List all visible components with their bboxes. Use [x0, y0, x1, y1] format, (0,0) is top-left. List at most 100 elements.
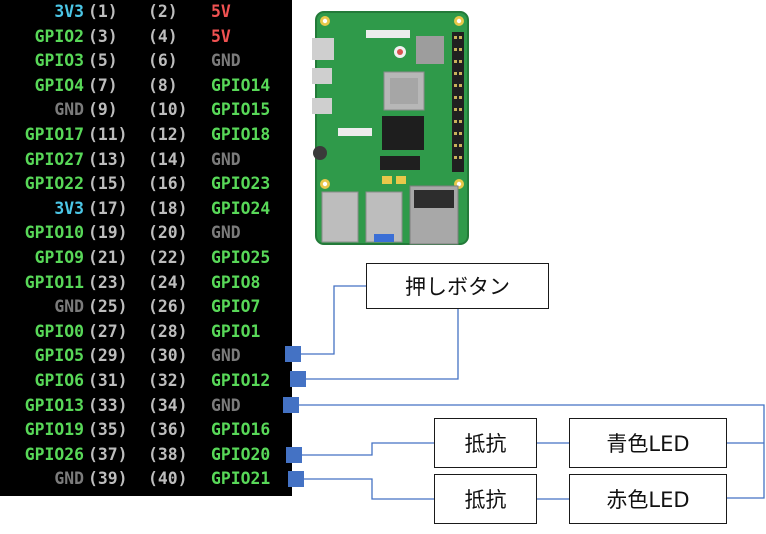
pin-marker-38	[286, 447, 302, 463]
pin-number-left: (37)	[88, 444, 128, 464]
pin-number-left: (21)	[88, 248, 128, 267]
pin-row: GND(25)(26)GPIO7	[0, 295, 292, 320]
pin-row: GPIO0(27) (28) GPIO1	[0, 320, 292, 345]
pin-name-right: GPIO21	[211, 469, 271, 489]
pin-row: GPIO26(37) (38) GPIO20	[0, 443, 292, 468]
pin-name-left: GPIO0	[34, 321, 84, 341]
wire-gnd-pin34	[299, 404, 765, 499]
pin-number-right: (34)	[148, 395, 188, 415]
pin-name-left: GPIO5	[34, 346, 84, 366]
pin-row: GPIO6(31)(32)GPIO12	[0, 369, 292, 394]
pin-name-right: GND	[211, 223, 241, 243]
pin-row: 3V3(17)(18)GPIO24	[0, 197, 292, 222]
pin-number-left: (39)	[88, 469, 128, 489]
pin-number-left: (15)	[88, 174, 128, 194]
pin-number-left: (1)	[88, 2, 118, 21]
pin-number-right: (16)	[148, 174, 188, 194]
pin-number-right: (40)	[148, 469, 188, 489]
pin-row: GND(39) (40) GPIO21	[0, 467, 292, 492]
pin-name-left: 3V3	[54, 2, 84, 21]
pin-name-right: GPIO23	[211, 174, 271, 194]
pin-name-left: GPIO3	[34, 51, 84, 71]
pin-row: GPIO27(13)(14)GND	[0, 148, 292, 173]
pin-row: GPIO3(5)(6)GND	[0, 49, 292, 74]
blue-led-box: 青色LED	[569, 418, 727, 468]
pin-number-right: (28)	[148, 321, 188, 341]
pin-number-left: (33)	[88, 395, 128, 415]
pin-row: GPIO2(3) (4) 5V	[0, 25, 292, 50]
pin-number-right: (24)	[148, 272, 188, 292]
pin-marker-40	[288, 471, 304, 487]
pin-number-right: (4)	[148, 26, 178, 46]
pin-name-left: GPIO11	[24, 272, 84, 292]
pin-number-left: (3)	[88, 26, 118, 46]
pin-name-left: GPIO19	[24, 420, 84, 440]
wire-button-to-pin32	[306, 309, 459, 380]
pin-row: GPIO10(19)(20)GND	[0, 221, 292, 246]
pin-name-left: GPIO17	[24, 125, 84, 144]
pin-number-left: (19)	[88, 223, 128, 243]
pin-number-right: (36)	[148, 420, 188, 440]
pin-name-left: GND	[54, 297, 84, 317]
pin-row: GPIO5(29)(30)GND	[0, 344, 292, 369]
pin-row: GND(9)(10)GPIO15	[0, 98, 292, 123]
pin-name-left: GPIO22	[24, 174, 84, 194]
pin-row: GPIO4(7) (8) GPIO14	[0, 74, 292, 99]
pin-name-right: GPIO16	[211, 420, 271, 440]
pin-number-left: (7)	[88, 75, 118, 95]
wire-button-to-pin29	[301, 285, 366, 355]
pin-number-right: (22)	[148, 248, 188, 267]
pin-name-left: GPIO4	[34, 75, 84, 95]
pin-row: GPIO19(35) (36) GPIO16	[0, 418, 292, 443]
pin-name-left: GPIO9	[34, 248, 84, 267]
pin-marker-34	[283, 397, 299, 413]
pin-name-right: GPIO12	[211, 371, 271, 390]
pin-name-right: GPIO24	[211, 198, 271, 218]
pin-number-right: (12)	[148, 125, 188, 144]
pin-name-right: GND	[211, 149, 241, 169]
pin-number-right: (14)	[148, 149, 188, 169]
pin-name-right: GPIO25	[211, 248, 271, 267]
pin-name-left: 3V3	[54, 198, 84, 218]
pin-name-right: GPIO18	[211, 125, 271, 144]
pin-number-right: (32)	[148, 371, 188, 390]
pin-name-left: GPIO2	[34, 26, 84, 46]
pin-name-right: GPIO1	[211, 321, 261, 341]
pin-number-right: (26)	[148, 297, 188, 317]
pin-row: GPIO9(21) (22) GPIO25	[0, 246, 292, 271]
pin-name-right: GND	[211, 395, 241, 415]
pin-number-right: (18)	[148, 198, 188, 218]
pin-number-left: (25)	[88, 297, 128, 317]
pin-row: GPIO22(15) (16) GPIO23	[0, 172, 292, 197]
pin-name-left: GPIO13	[24, 395, 84, 415]
pin-name-right: 5V	[211, 26, 231, 46]
pin-number-right: (6)	[148, 51, 178, 71]
pin-number-right: (2)	[148, 2, 178, 21]
resistor-box-1: 抵抗	[434, 418, 537, 468]
wire-pin38-to-resistor-1	[302, 442, 434, 456]
pin-name-left: GPIO26	[24, 444, 84, 464]
pin-number-right: (8)	[148, 75, 178, 95]
pin-name-right: GND	[211, 346, 241, 366]
pin-name-right: GPIO14	[211, 75, 271, 95]
pin-name-left: GPIO6	[34, 371, 84, 390]
pin-name-right: 5V	[211, 2, 231, 21]
pin-marker-32	[290, 371, 306, 387]
pin-number-left: (11)	[88, 125, 128, 144]
pin-name-right: GPIO15	[211, 100, 271, 120]
resistor-box-2: 抵抗	[434, 474, 537, 524]
pin-number-left: (35)	[88, 420, 128, 440]
pin-marker-29	[285, 346, 301, 362]
pin-name-right: GPIO20	[211, 444, 271, 464]
pin-row: 3V3(1) (2) 5V	[0, 0, 292, 25]
pin-name-left: GPIO27	[24, 149, 84, 169]
pin-number-left: (27)	[88, 321, 128, 341]
pin-name-left: GND	[54, 469, 84, 489]
pin-number-left: (29)	[88, 346, 128, 366]
pin-row: GPIO17(11) (12) GPIO18	[0, 123, 292, 148]
pin-number-left: (23)	[88, 272, 128, 292]
pin-number-right: (38)	[148, 444, 188, 464]
red-led-box: 赤色LED	[569, 474, 727, 524]
pin-number-right: (10)	[148, 100, 188, 120]
